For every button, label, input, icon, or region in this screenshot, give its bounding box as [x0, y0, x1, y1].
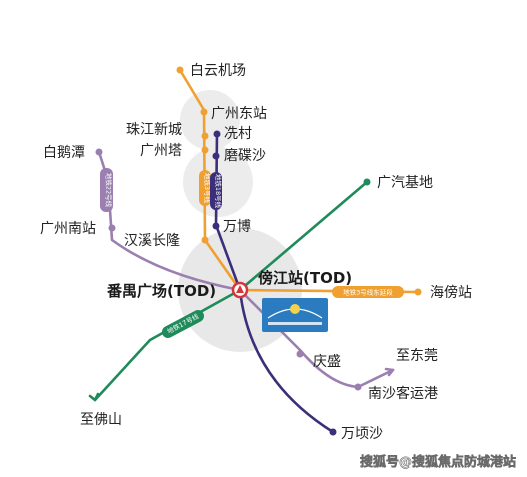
- station-to-foshan: 至佛山: [80, 412, 122, 428]
- station-xiancun: 冼村: [224, 126, 252, 142]
- station-nansha-port: 南沙客运港: [368, 385, 438, 402]
- station-baiyun-airport: 白云机场: [190, 63, 246, 79]
- station-hanxi-changlong: 汉溪长隆: [124, 233, 180, 249]
- station-zhujiang-newtown: 珠江新城: [126, 122, 182, 138]
- line-label-18: 地铁18号线: [210, 172, 223, 210]
- line-label-3-east: 地铁3号线东延段: [332, 286, 404, 298]
- line-label-3-text: 地铁3号线: [203, 173, 212, 204]
- station-wanqingsha: 万顷沙: [341, 426, 383, 442]
- station-qingsheng: 庆盛: [313, 354, 341, 370]
- line-label-22-text: 地铁22号线: [105, 173, 114, 208]
- watermark: 搜狐号@搜狐焦点防城港站: [360, 454, 516, 470]
- hub-station-marker: [231, 281, 249, 299]
- dongguan-arrow: [384, 367, 395, 377]
- development-image: [262, 298, 328, 332]
- station-wanbo: 万博: [223, 218, 251, 235]
- station-pangjiang: 傍江站(TOD): [258, 269, 352, 287]
- station-haipang: 海傍站: [430, 284, 472, 301]
- line-label-18-text: 地铁18号线: [214, 174, 223, 209]
- station-guangzhou-tower: 广州塔: [140, 143, 182, 159]
- line-label-3-east-text: 地铁3号线东延段: [343, 288, 393, 297]
- station-guangzhou-east: 广州东站: [211, 106, 267, 122]
- station-to-dongguan: 至东莞: [396, 348, 438, 364]
- station-labels: 白云机场 广州东站 珠江新城 冼村 广州塔 磨碟沙 白鹅潭 广汽基地 广州南站 …: [40, 63, 472, 442]
- foshan-arrow: [88, 392, 100, 402]
- station-baietan: 白鹅潭: [43, 144, 85, 161]
- station-dots: [95, 66, 422, 436]
- station-mochongsha: 磨碟沙: [224, 148, 266, 164]
- station-guangzhou-south: 广州南站: [40, 221, 96, 237]
- line-label-22: 地铁22号线: [100, 168, 114, 212]
- station-panyu-square: 番禺广场(TOD): [106, 282, 216, 300]
- line-label-3: 地铁3号线: [199, 170, 212, 206]
- station-guangqi-base: 广汽基地: [377, 174, 433, 191]
